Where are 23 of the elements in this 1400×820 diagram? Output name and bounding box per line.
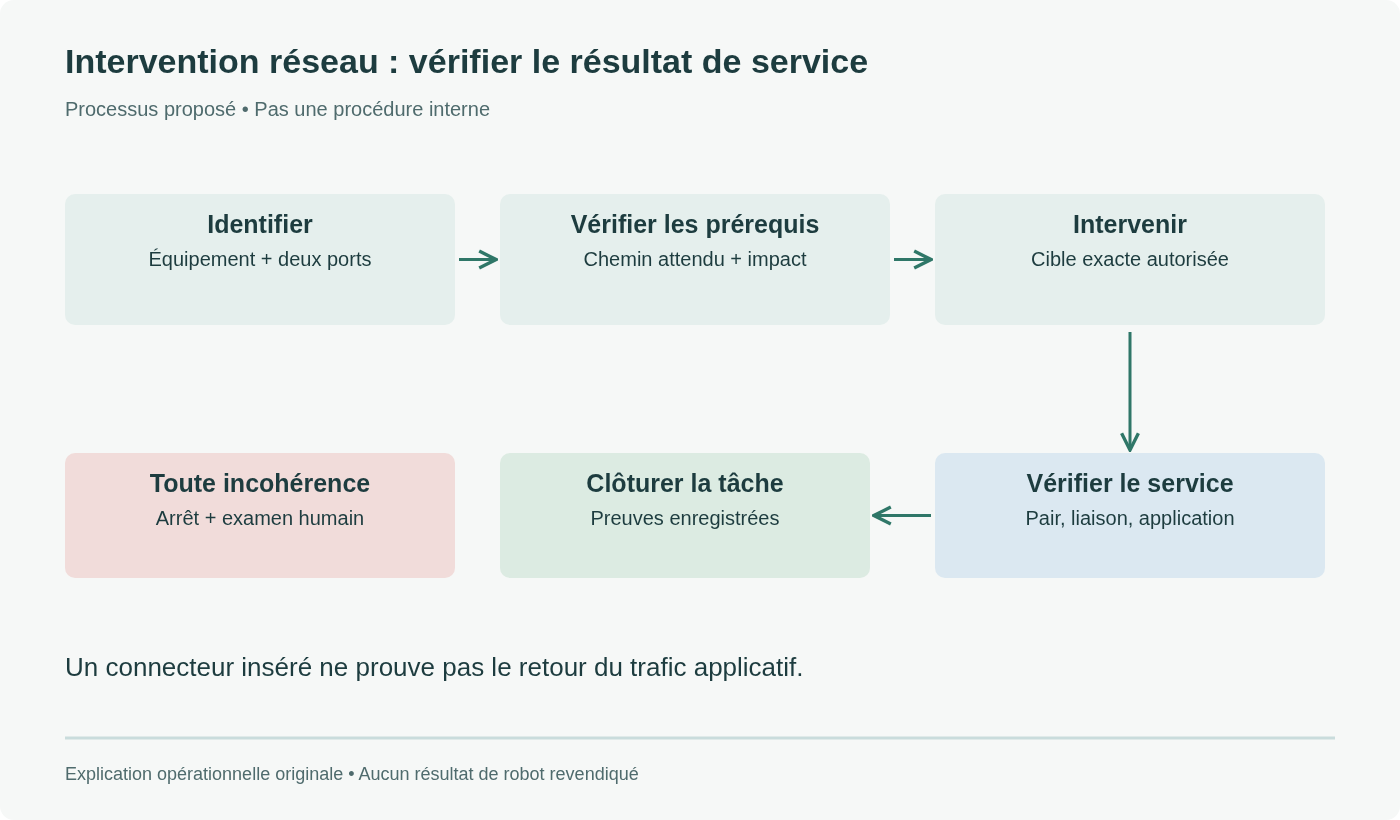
arrow (872, 505, 931, 526)
step-description: Chemin attendu + impact (582, 248, 808, 271)
step-description: Équipement + deux ports (147, 248, 373, 271)
step-description: Preuves enregistrées (589, 507, 781, 530)
title: Intervention réseau : vérifier le résultat de service (65, 42, 869, 81)
step-heading: Toute incohérence (148, 469, 372, 498)
step-description: Cible exacte autorisée (1030, 248, 1230, 271)
subtitle: Processus proposé • Pas une procédure interne (65, 98, 491, 121)
arrow (894, 249, 933, 270)
step-heading: Identifier (206, 210, 314, 239)
step-heading: Intervenir (1072, 210, 1188, 239)
step-heading: Vérifier le service (1025, 469, 1235, 498)
process-box (935, 453, 1325, 578)
step-heading: Clôturer la tâche (585, 469, 785, 498)
arrow (459, 249, 498, 270)
note: Un connecteur inséré ne prouve pas le retour du trafic applicatif. (65, 652, 804, 683)
step-description: Pair, liaison, application (1024, 507, 1236, 530)
process-box (500, 453, 870, 578)
step-heading: Vérifier les prérequis (569, 210, 821, 239)
step-description: Arrêt + examen humain (154, 507, 366, 530)
process-box (65, 453, 455, 578)
footer-note: Explication opérationnelle originale • Aucun résultat de robot revendiqué (65, 764, 639, 785)
arrow (1119, 332, 1141, 452)
